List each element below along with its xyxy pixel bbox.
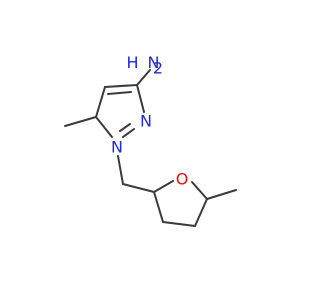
ring-oxygen-label: O <box>176 170 189 189</box>
bond-c3thf-c2 <box>153 191 164 223</box>
ring-n2-label: N <box>140 112 152 131</box>
bond-n1-c5 <box>95 116 113 138</box>
bond-c5thf-methyl <box>206 189 237 200</box>
bond-c5-methyl <box>64 116 97 127</box>
amine-h-subscript: 2 <box>153 59 163 78</box>
bond-c3-nh2 <box>136 69 151 86</box>
bond-n2-n1-inner <box>119 123 131 132</box>
bonds <box>64 69 237 227</box>
ring-n1-label: N <box>111 138 123 157</box>
bond-c4-c3-inner <box>107 91 132 95</box>
bond-o-c5thf <box>191 181 208 200</box>
bond-c4-c3 <box>104 84 138 88</box>
bond-c4thf-c3thf <box>162 221 196 227</box>
bond-n1-ch2 <box>117 155 124 185</box>
bond-c3-n2 <box>136 84 145 113</box>
bond-n2-n1 <box>122 128 135 138</box>
bond-c2-o <box>153 180 174 193</box>
bond-ch2-c2 <box>122 183 155 193</box>
bond-c5-c4 <box>95 86 106 118</box>
bond-c5thf-c4thf <box>194 198 208 227</box>
